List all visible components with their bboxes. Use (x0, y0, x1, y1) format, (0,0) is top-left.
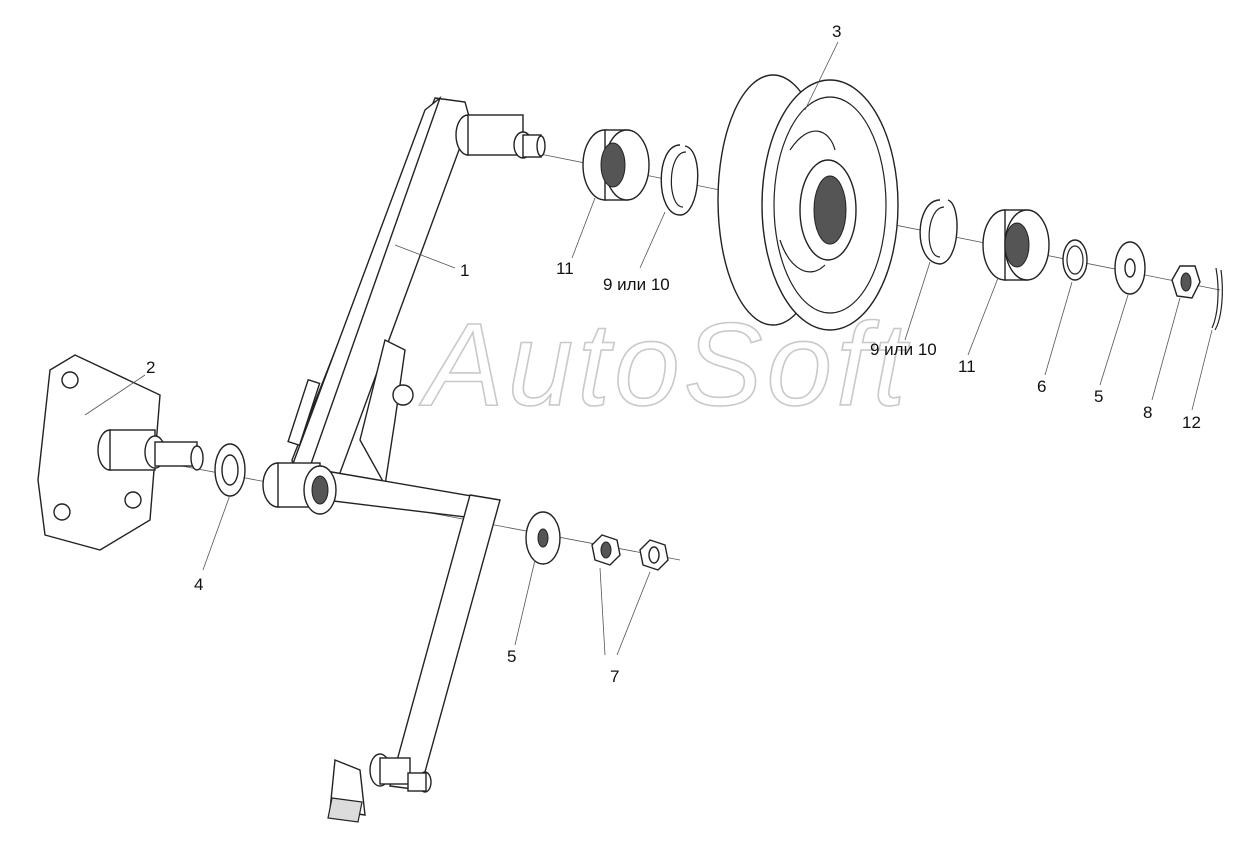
callout-11-upper: 11 (556, 259, 574, 278)
cotter-pin-12 (1211, 267, 1223, 331)
callout-7: 7 (610, 667, 619, 686)
washer-5-upper (1114, 241, 1146, 295)
washer-4 (214, 443, 246, 497)
bracket-plate (37, 354, 204, 551)
callout-1: 1 (460, 261, 469, 280)
upper-stub-axle (455, 114, 546, 159)
nut-7b (639, 539, 669, 571)
bearing-11-lower (982, 209, 1050, 281)
snap-ring-lower (919, 199, 958, 265)
castle-nut-8 (1171, 265, 1201, 299)
callout-12: 12 (1182, 413, 1201, 432)
callout-9-or-10-lower: 9 или 10 (870, 340, 937, 359)
ring-6 (1062, 239, 1088, 281)
wheel-3 (717, 74, 899, 331)
callout-5-upper: 5 (1094, 387, 1103, 406)
callout-11-lower: 11 (958, 357, 976, 376)
snap-ring-upper (660, 144, 699, 216)
callout-2: 2 (146, 358, 155, 377)
lever-arm (284, 95, 501, 823)
callout-8: 8 (1143, 403, 1152, 422)
callout-6: 6 (1037, 377, 1046, 396)
callout-5-lower: 5 (507, 647, 516, 666)
washer-5-lower (525, 511, 561, 565)
pivot-bushing (262, 462, 337, 515)
callout-3: 3 (832, 22, 841, 41)
callout-9-or-10-upper: 9 или 10 (603, 275, 670, 294)
leader-lines (84, 41, 1213, 656)
bearing-11-upper (582, 129, 650, 201)
lower-stub-axle (369, 753, 432, 793)
callout-4: 4 (194, 575, 203, 594)
watermark-auto: AutoSoft (419, 299, 910, 431)
nut-7a (591, 534, 621, 566)
